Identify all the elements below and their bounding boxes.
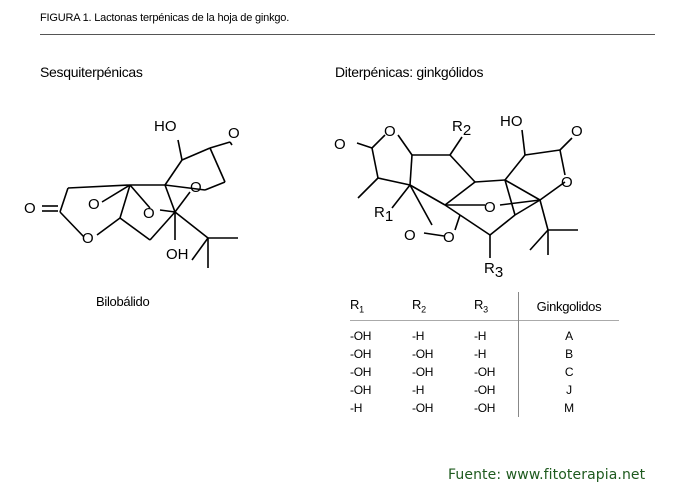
ginkgolide-structure: [356, 129, 578, 258]
ginkgolide-name-cell: B: [518, 345, 619, 363]
substituent-cell: -H: [412, 329, 425, 343]
substituent-cell: -OH: [350, 365, 372, 379]
substituent-cell: -H: [474, 329, 487, 343]
table-row: -OH -OH -H B: [350, 345, 619, 363]
ginkgolide-r1-label: R1: [374, 204, 393, 225]
substituent-cell: -H: [350, 401, 363, 415]
table-header-row: R1 R2 R3 Ginkgolidos: [350, 292, 619, 321]
table-row: -OH -H -H A: [350, 320, 619, 345]
ginkgolide-o-label: O: [484, 199, 496, 216]
table-row: -H -OH -OH M: [350, 399, 619, 417]
substituent-cell: -H: [474, 347, 487, 361]
heading-sesquiterpenes: Sesquiterpénicas: [40, 64, 143, 80]
figure-caption: FIGURA 1. Lactonas terpénicas de la hoja…: [40, 12, 290, 24]
bilobalide-o-label: O: [24, 200, 36, 217]
bilobalide-o-label: O: [82, 230, 94, 247]
ginkgolide-r2-label: R2: [452, 118, 471, 139]
substituent-cell: -OH: [412, 347, 434, 361]
substituent-cell: -OH: [474, 365, 496, 379]
heading-diterpenes: Diterpénicas: ginkgólidos: [335, 64, 484, 80]
bilobalide-o-label: O: [228, 125, 240, 142]
bilobalide-o-label: O: [143, 205, 155, 222]
header-r3: R3: [474, 297, 488, 315]
bilobalide-structure: [42, 139, 238, 268]
header-ginkgolidos: Ginkgolidos: [518, 292, 619, 321]
source-credit: Fuente: www.fitoterapia.net: [448, 467, 646, 483]
bilobalide-ho-label: HO: [154, 118, 177, 135]
ginkgolide-name-cell: J: [518, 381, 619, 399]
table-row: -OH -H -OH J: [350, 381, 619, 399]
ginkgolide-name-cell: A: [518, 320, 619, 345]
ginkgolide-name-cell: M: [518, 399, 619, 417]
bilobalide-o-label: O: [88, 196, 100, 213]
substituent-cell: -OH: [412, 365, 434, 379]
caption-rule: [40, 34, 655, 35]
substituent-cell: -OH: [474, 383, 496, 397]
ginkgolide-name-cell: C: [518, 363, 619, 381]
substituent-cell: -OH: [350, 329, 372, 343]
ginkgolide-o-label: O: [384, 123, 396, 140]
table-row: -OH -OH -OH C: [350, 363, 619, 381]
ginkgolide-o-label: O: [571, 123, 583, 140]
substituent-cell: -H: [412, 383, 425, 397]
bilobalide-o-label: O: [190, 179, 202, 196]
header-r1: R1: [350, 297, 364, 315]
ginkgolide-r3-label: R3: [484, 260, 503, 281]
bilobalide-label: Bilobálido: [96, 294, 150, 309]
substituent-cell: -OH: [412, 401, 434, 415]
ginkgolide-o-label: O: [561, 174, 573, 191]
header-r2: R2: [412, 297, 426, 315]
substituent-cell: -OH: [474, 401, 496, 415]
bilobalide-oh-label: OH: [166, 246, 189, 263]
ginkgolide-o-label: O: [404, 227, 416, 244]
ginkgolide-ho-label: HO: [500, 113, 523, 130]
ginkgolide-o-label: O: [443, 229, 455, 246]
substituent-cell: -OH: [350, 383, 372, 397]
ginkgolide-o-label: O: [334, 136, 346, 153]
substituent-cell: -OH: [350, 347, 372, 361]
